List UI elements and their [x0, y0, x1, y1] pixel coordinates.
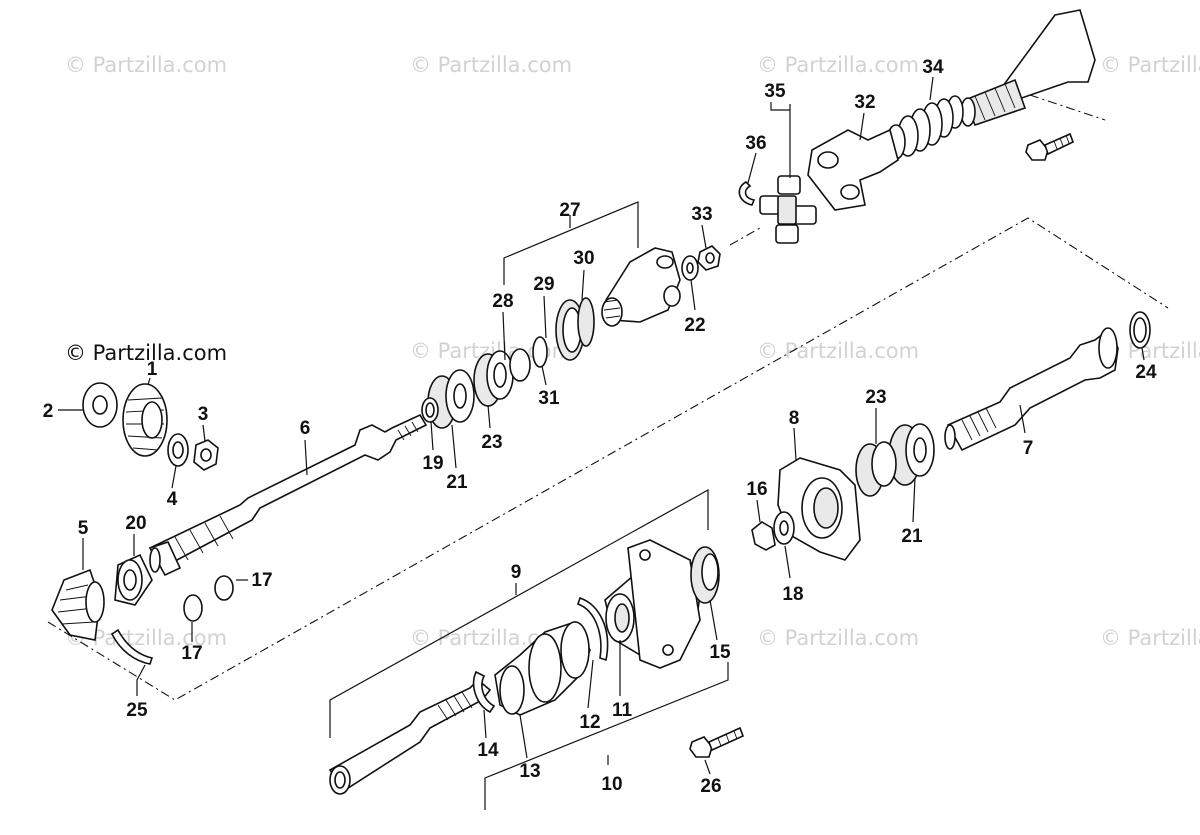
watermark: © Partzilla.com [65, 341, 227, 365]
callout-4: 4 [167, 489, 178, 510]
cv-shaft [328, 678, 492, 795]
callout-33: 33 [691, 204, 712, 225]
callouts: 1 2 3 4 5 6 7 8 9 10 11 12 13 14 15 16 1… [43, 57, 1157, 797]
nut-16 [751, 521, 776, 551]
spacer-31 [532, 336, 548, 368]
gear-1 [122, 383, 168, 457]
callout-26: 26 [700, 776, 721, 797]
nut-3 [193, 439, 219, 471]
callout-15: 15 [709, 642, 731, 663]
callout-34: 34 [922, 57, 944, 78]
washer-22 [681, 255, 699, 281]
bearing-21-lower [888, 423, 935, 486]
callout-17: 17 [251, 570, 272, 591]
leader-lines [58, 76, 1145, 810]
bearing-20 [114, 553, 153, 606]
callout-20: 20 [125, 513, 146, 534]
rubber-boot [886, 95, 964, 160]
watermark: © Partzilla.com [410, 53, 572, 77]
callout-9: 9 [511, 562, 522, 583]
callout-23: 23 [481, 432, 502, 453]
bearing-21-upper [427, 369, 475, 429]
callout-6: 6 [300, 418, 311, 439]
callout-30: 30 [573, 248, 594, 269]
bearing-28 [473, 348, 531, 407]
washer-4 [167, 433, 189, 467]
clamp-14 [472, 670, 496, 714]
nut-33 [697, 245, 721, 271]
watermark: © Partzilla.com [65, 53, 227, 77]
watermark: © Partzilla.com [1100, 53, 1200, 77]
propeller-shaft-end [960, 9, 1096, 127]
circlip [738, 181, 756, 206]
callout-17b: 17 [181, 643, 202, 664]
callout-11: 11 [612, 700, 633, 721]
callout-16: 16 [746, 479, 767, 500]
callout-23b: 23 [865, 387, 886, 408]
bolt [1025, 132, 1075, 161]
circlip-25 [110, 628, 154, 665]
callout-22: 22 [684, 315, 705, 336]
callout-35: 35 [764, 81, 786, 102]
callout-29: 29 [533, 274, 554, 295]
callout-31: 31 [538, 388, 560, 409]
watermark: © Partzilla.com [757, 626, 919, 650]
watermark: © Partzilla.com [757, 339, 919, 363]
callout-5: 5 [78, 518, 89, 539]
clamp-12 [576, 596, 609, 662]
washer-2 [82, 382, 118, 428]
callout-27: 27 [559, 200, 580, 221]
callout-18: 18 [782, 584, 803, 605]
callout-36: 36 [745, 133, 766, 154]
callout-12: 12 [579, 712, 600, 733]
callout-2: 2 [43, 401, 54, 422]
callout-32: 32 [854, 92, 875, 113]
output-yoke [601, 247, 681, 327]
bearing-23-lower [855, 441, 897, 497]
callout-7: 7 [1023, 438, 1034, 459]
callout-19: 19 [422, 453, 443, 474]
callout-25: 25 [126, 700, 148, 721]
callout-14: 14 [477, 740, 499, 761]
assembly-boundary [47, 94, 1169, 701]
seal-30 [555, 297, 595, 361]
washer-18 [773, 511, 795, 545]
callout-24: 24 [1135, 362, 1157, 383]
ring-24 [1129, 311, 1151, 349]
boot-13 [494, 621, 591, 716]
housing-8 [777, 457, 861, 561]
callout-21b: 21 [901, 526, 923, 547]
circlip-19 [421, 397, 439, 423]
callout-21: 21 [446, 472, 468, 493]
yoke [807, 128, 899, 211]
universal-joint [759, 175, 817, 244]
callout-3: 3 [198, 404, 209, 425]
bolt-26 [689, 726, 745, 758]
circlip-17 [183, 575, 234, 622]
callout-28: 28 [492, 291, 513, 312]
callout-1: 1 [147, 359, 158, 380]
callout-10: 10 [601, 774, 622, 795]
watermark: © Partzilla.com [1100, 626, 1200, 650]
callout-13: 13 [519, 761, 540, 782]
shaft-7 [944, 327, 1119, 452]
drive-shaft [148, 413, 428, 577]
seal-15 [690, 546, 720, 604]
bevel-gear-5 [51, 568, 105, 641]
watermark: © Partzilla.com [757, 53, 919, 77]
callout-8: 8 [789, 408, 800, 429]
cv-housing-11 [604, 539, 701, 669]
